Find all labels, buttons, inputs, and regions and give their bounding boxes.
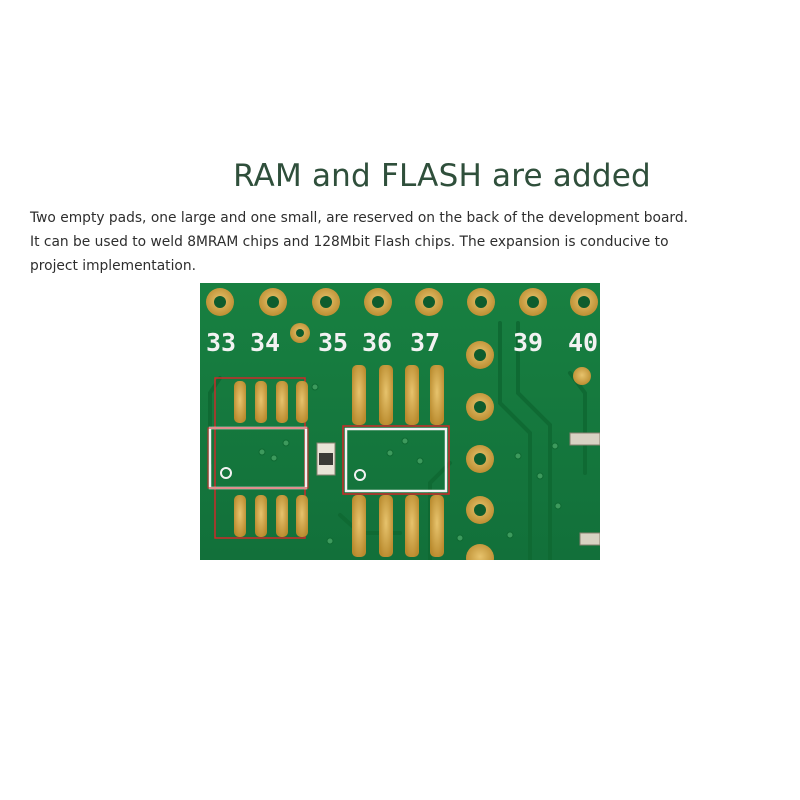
description-line-3: project implementation. bbox=[30, 258, 196, 274]
pin-label-33: 33 bbox=[206, 328, 236, 357]
edge-components bbox=[569, 432, 600, 546]
large-chip-footprint bbox=[342, 365, 450, 557]
top-pin-pads bbox=[206, 288, 598, 343]
vias bbox=[258, 383, 562, 545]
description-text: Two empty pads, one large and one small,… bbox=[30, 206, 790, 278]
pin-label-40: 40 bbox=[568, 328, 598, 357]
description-line-1: Two empty pads, one large and one small,… bbox=[30, 210, 688, 226]
description-line-2: It can be used to weld 8MRAM chips and 1… bbox=[30, 234, 669, 250]
pin-labels: 33 34 35 36 37 39 40 bbox=[206, 328, 598, 357]
pin-label-36: 36 bbox=[362, 328, 392, 357]
pcb-board-illustration: 33 34 35 36 37 39 40 bbox=[200, 283, 600, 560]
small-chip-footprint bbox=[207, 377, 309, 539]
smd-component bbox=[316, 442, 336, 476]
page-title: RAM and FLASH are added bbox=[233, 158, 651, 194]
right-column-pads bbox=[466, 341, 591, 560]
pin-label-35: 35 bbox=[318, 328, 348, 357]
pin-label-34: 34 bbox=[250, 328, 280, 357]
pcb-photo: 33 34 35 36 37 39 40 bbox=[200, 283, 600, 560]
pin-label-37: 37 bbox=[410, 328, 440, 357]
pin-label-39: 39 bbox=[513, 328, 543, 357]
